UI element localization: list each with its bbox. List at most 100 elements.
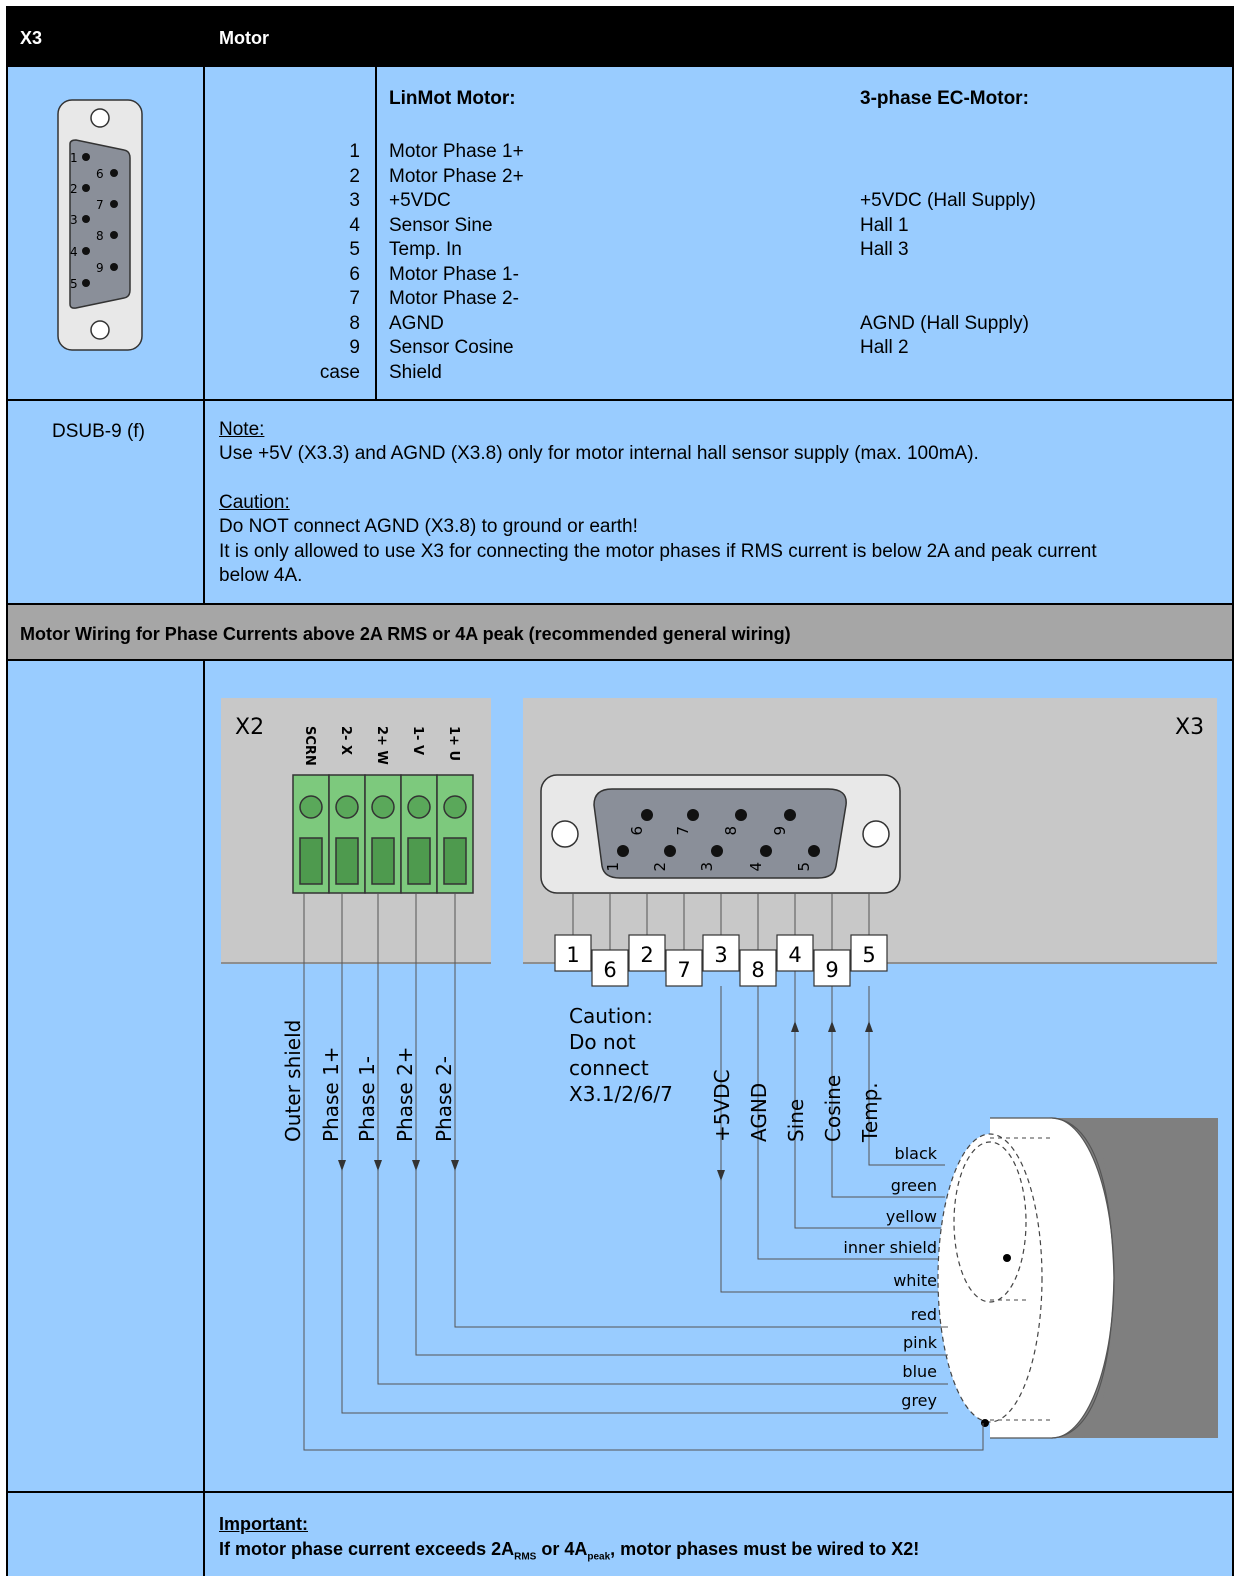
pin-box-label: 2 [640, 943, 653, 967]
ec-signal: +5VDC (Hall Supply) [860, 190, 1036, 211]
pin-box [554, 934, 592, 972]
wire-color-label: pink [903, 1333, 938, 1352]
important-title: Important: [219, 1514, 308, 1534]
note-title: Note: [219, 419, 265, 440]
note-row [6, 401, 1234, 605]
important-row [6, 1493, 1234, 1576]
table-header [6, 6, 1234, 67]
dsub-pin-label: 9 [771, 826, 789, 836]
pin-box-label: 3 [714, 943, 727, 967]
wire-color-label: white [893, 1271, 937, 1290]
pin-number: 8 [349, 312, 360, 334]
motor-drawing [937, 1117, 1218, 1439]
linmot-signal: Shield [389, 361, 442, 383]
x3-signal-label: +5VDC [710, 1069, 734, 1142]
terminal-label: 2- X [338, 726, 353, 755]
linmot-signal: Motor Phase 1- [389, 263, 519, 285]
pin-number-8: 8 [96, 229, 104, 243]
pin-box [776, 934, 814, 972]
pin-number-2: 2 [70, 182, 78, 196]
caution-title: Caution: [219, 492, 290, 513]
pin-number-4: 4 [70, 245, 78, 259]
linmot-signal: Sensor Cosine [389, 337, 514, 358]
pin-number: 2 [349, 165, 360, 187]
caution-line: It is only allowed to use X3 for connect… [219, 541, 1097, 562]
pin-number-9: 9 [96, 261, 104, 275]
section-heading: Motor Wiring for Phase Currents above 2A… [20, 624, 791, 644]
pin-column-divider [375, 67, 377, 401]
pin-box [813, 949, 851, 987]
dsub-pin-label: 5 [795, 862, 813, 872]
wire-color-label: black [895, 1144, 938, 1163]
x3-signal-label: Sine [784, 1099, 808, 1142]
x2-label: X2 [235, 715, 264, 740]
important-text: If motor phase current exceeds 2ARMS or … [219, 1539, 920, 1563]
linmot-signal: Motor Phase 2+ [389, 165, 524, 187]
linmot-signal: AGND [389, 312, 444, 334]
x2-signal-label: Outer shield [281, 1020, 305, 1142]
caution-line: Do not [569, 1030, 636, 1054]
note-text: Use +5V (X3.3) and AGND (X3.8) only for … [219, 443, 979, 464]
pin-number-7: 7 [96, 198, 104, 212]
pin-number: 4 [349, 214, 360, 236]
linmot-signal: Motor Phase 2- [389, 288, 519, 309]
pin-box-label: 4 [788, 943, 801, 967]
connector-row [6, 67, 1234, 401]
dsub-pin-label: 4 [747, 862, 765, 872]
x3-signal-label: Cosine [821, 1075, 845, 1142]
pin-number: 1 [349, 141, 360, 162]
pin-number: case [319, 361, 360, 383]
pin-box-label: 5 [862, 943, 875, 967]
header-motor: Motor [219, 28, 269, 48]
x3-signal-label: Temp. [858, 1082, 882, 1143]
caution-line: Do NOT connect AGND (X3.8) to ground or … [219, 516, 638, 537]
pin-box [665, 949, 703, 987]
x3-signal-label: AGND [747, 1083, 771, 1142]
terminal-4: 1- V [400, 726, 438, 894]
dsub-pin-label: 1 [604, 862, 622, 872]
pin-box [739, 949, 777, 987]
x3-label: X3 [1175, 715, 1204, 740]
pin-number: 9 [349, 337, 360, 358]
terminal-label: SCRN [302, 726, 317, 766]
small-dsub-pins: 1 2 3 4 5 6 7 8 9 [70, 151, 118, 291]
terminal-label: 2+ W [374, 726, 389, 765]
caution-line: X3.1/2/6/7 [569, 1082, 673, 1106]
linmot-signal: Temp. In [389, 239, 462, 260]
ec-signal: AGND (Hall Supply) [860, 312, 1029, 334]
ec-signal: Hall 2 [860, 337, 909, 358]
dsub-pin-label: 8 [722, 826, 740, 836]
wire-color-label: yellow [886, 1207, 937, 1226]
ec-title: 3-phase EC-Motor: [860, 88, 1029, 109]
caution-line: Caution: [569, 1004, 653, 1028]
x2-signal-label: Phase 1+ [319, 1046, 343, 1142]
ec-signal: Hall 3 [860, 239, 909, 260]
pin-box [702, 934, 740, 972]
pin-box [850, 934, 888, 972]
x2-signal-label: Phase 1- [355, 1056, 379, 1142]
terminal-1: SCRN [292, 726, 330, 894]
header-x3: X3 [20, 28, 43, 48]
caution-line: below 4A. [219, 565, 303, 586]
linmot-title: LinMot Motor: [389, 88, 516, 109]
caution-line: connect [569, 1056, 649, 1080]
pin-box-label: 1 [566, 943, 579, 967]
pin-box-label: 8 [751, 958, 764, 982]
pin-number-3: 3 [70, 213, 78, 227]
pin-number-5: 5 [70, 277, 78, 291]
pin-number-1: 1 [70, 151, 78, 165]
wire-color-label: grey [901, 1391, 937, 1410]
dsub-pin-label: 2 [651, 862, 669, 872]
pin-number: 7 [349, 288, 360, 309]
wire-color-label: red [911, 1305, 937, 1324]
ec-signal: Hall 1 [860, 214, 909, 236]
x2-signal-label: Phase 2+ [393, 1046, 417, 1142]
linmot-signal: +5VDC [389, 190, 451, 211]
pin-number: 3 [349, 190, 360, 211]
x2-signal-label: Phase 2- [432, 1056, 456, 1142]
column-divider [203, 661, 205, 1576]
